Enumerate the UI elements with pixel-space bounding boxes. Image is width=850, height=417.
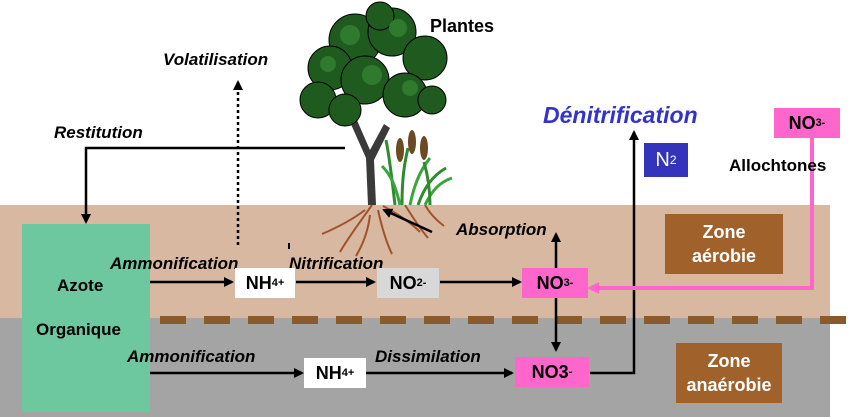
no2-sub: 2 xyxy=(416,277,423,289)
allochtones-label: Allochtones xyxy=(729,156,827,175)
reed-plants xyxy=(380,130,453,206)
no3-allochthonous-base: NO xyxy=(788,112,816,133)
absorption-label: Absorption xyxy=(456,220,547,239)
nh4-aerobic-sup: + xyxy=(277,277,285,289)
nh4-anaerobic-sub: 4 xyxy=(341,367,348,379)
tree xyxy=(299,1,448,205)
denitrification-label: Dénitrification xyxy=(543,102,698,128)
nitrification-label: Nitrification xyxy=(289,254,384,273)
plantes-label: Plantes xyxy=(430,16,495,36)
absorption-arrow xyxy=(382,208,433,234)
nh4-anaerobic-sup: + xyxy=(347,367,355,379)
organique-label: Organique xyxy=(36,320,122,339)
anaerobic-zone-box: Zone anaérobie xyxy=(676,343,782,403)
no3-allochthonous-sup: - xyxy=(821,117,826,129)
anaerobic-zone-line2: anaérobie xyxy=(686,375,772,395)
no3-aerobic-sub: 3 xyxy=(563,277,570,289)
allochthonous-arrow xyxy=(587,138,814,294)
restitution-label: Restitution xyxy=(54,123,143,142)
n2-sub: 2 xyxy=(669,153,677,167)
denitrification-arrow xyxy=(590,130,639,375)
ammonification-top-label: Ammonification xyxy=(110,254,239,273)
n2-base: N xyxy=(655,148,670,171)
restitution-arrow xyxy=(81,146,345,224)
no3-allochthonous-sub: 3 xyxy=(815,117,822,129)
nh4-anaerobic-base: NH xyxy=(315,362,342,383)
nh4-aerobic-base: NH xyxy=(245,272,272,293)
nh4-aerobic-sub: 4 xyxy=(271,277,278,289)
aerobic-zone-line2: aérobie xyxy=(691,246,757,266)
no2-base: NO xyxy=(389,272,417,293)
ammonification-bottom-label: Ammonification xyxy=(127,347,256,366)
arrows xyxy=(81,80,639,378)
aerobic-zone-line1: Zone xyxy=(702,222,746,242)
no3-aerobic-base: NO xyxy=(536,272,564,293)
no3-anaerobic-box: NO3- xyxy=(515,357,589,387)
azote-label: Azote xyxy=(57,276,104,295)
no3-anaerobic-text: NO3 xyxy=(531,361,569,382)
no3-anaerobic-sup: - xyxy=(568,366,573,378)
aerobic-zone-box: Zone aérobie xyxy=(665,214,783,274)
no3-aerobic-sup: - xyxy=(569,277,574,289)
dissimilation-label: Dissimilation xyxy=(375,347,481,366)
no2-sup: - xyxy=(422,277,427,289)
volatilisation-label: Volatilisation xyxy=(163,50,269,69)
anaerobic-zone-line1: Zone xyxy=(707,351,751,371)
organic-nitrogen-box xyxy=(22,224,150,412)
